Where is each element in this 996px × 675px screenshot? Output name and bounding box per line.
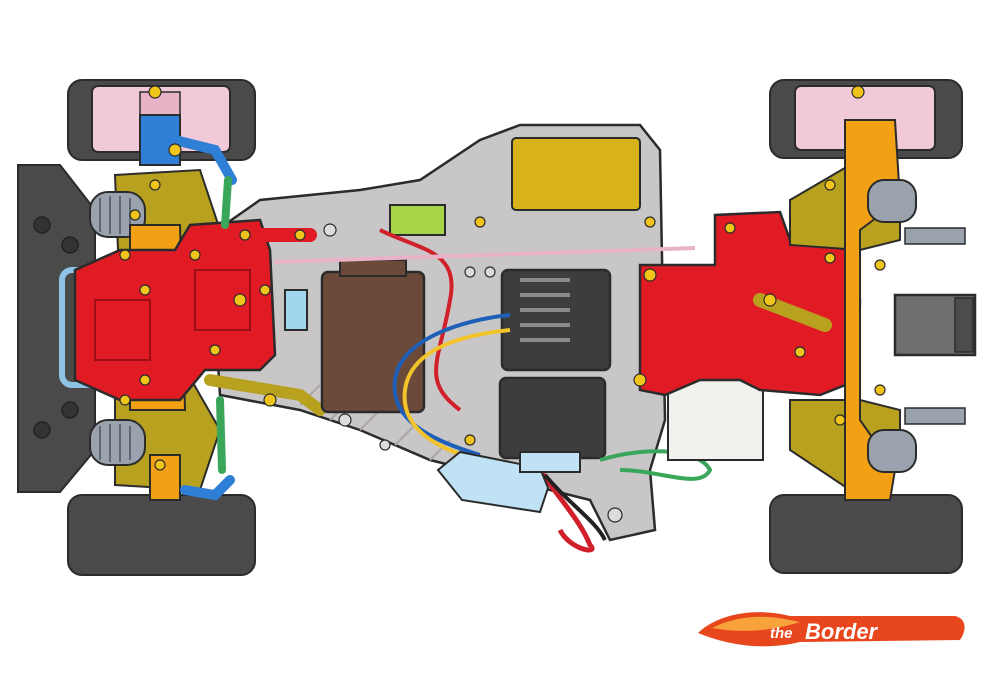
rear-right-wheel: [769, 494, 963, 574]
rear-damper-upper: [867, 179, 917, 223]
logo-text-name: Border: [805, 619, 879, 644]
receiver-antenna-mount: [389, 204, 446, 236]
steering-link-blue: [170, 135, 237, 185]
the-border-logo: the Border: [698, 612, 965, 647]
steering-servo: [320, 270, 426, 414]
screws: [119, 85, 886, 471]
wire-blue: [392, 313, 511, 457]
wire-red-battery: [537, 468, 595, 553]
bumper-hole: [61, 401, 79, 419]
bumper-hole: [33, 216, 51, 234]
wire-yellow: [402, 328, 511, 462]
servo-saver: [284, 289, 308, 331]
bumper-hole: [33, 421, 51, 439]
axle-stub-upper: [904, 227, 966, 245]
motor-can-end: [954, 297, 974, 353]
steering-rod-upper: [221, 176, 232, 229]
steering-arm-olive: [204, 374, 326, 416]
battery-pack: [511, 137, 641, 211]
rear-hub: [844, 119, 902, 501]
esc-heatsink: [520, 278, 570, 342]
bumper-hole: [61, 236, 79, 254]
wire-black: [543, 473, 607, 541]
steering-link-blue-lower: [180, 475, 235, 501]
center-tie-rod: [274, 246, 696, 264]
connector-plug: [519, 451, 581, 473]
front-damper-lower: [89, 419, 146, 466]
rear-damper-lower: [867, 429, 917, 473]
front-gearbox-detail: [94, 269, 251, 361]
tub-screws: [323, 223, 623, 523]
receiver-unit: [498, 376, 607, 460]
servo-tab: [339, 259, 407, 277]
axle-stub-lower: [904, 407, 966, 425]
wire-red: [379, 228, 462, 412]
logo-text-the: the: [770, 625, 793, 642]
esc-unit: [500, 268, 612, 372]
wire-green: [599, 449, 713, 481]
front-hub-upright-bottom: [149, 454, 181, 501]
logo-flame-highlight: [712, 616, 800, 631]
front-right-wheel: [67, 494, 256, 576]
steering-rod-lower: [216, 396, 226, 474]
